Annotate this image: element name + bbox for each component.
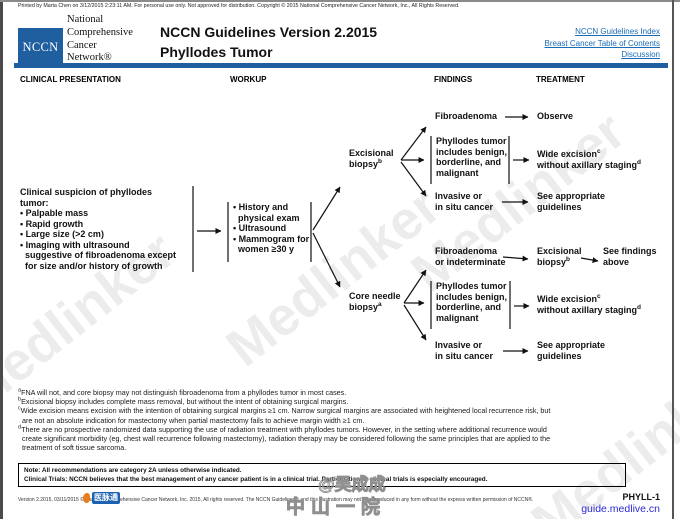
link-guidelines-index[interactable]: NCCN Guidelines Index [575,27,660,36]
clinical-presentation-box: Clinical suspicion of phyllodes tumor: •… [20,187,177,271]
header-links: NCCN Guidelines Index Breast Cancer Tabl… [380,26,660,61]
page-edge-right [672,0,674,519]
workup-box: • History and physical exam • Ultrasound… [233,202,310,254]
medlive-logo: 医脉通 [83,492,120,504]
treatment-see-guidelines-bottom: See appropriate guidelines [537,340,606,361]
finding-invasive-top: Invasive or in situ cancer [435,191,494,212]
treatment-see-findings-above: See findings above [603,246,657,267]
footnote-b: bExcisional biopsy includes complete mas… [18,396,349,407]
nccn-org-name: National Comprehensive Cancer Network® [67,14,133,64]
treatment-observe: Observe [537,111,574,121]
page-title: Phyllodes Tumor [160,44,273,60]
watermark-stamp-line2: 中山一院 [286,497,387,519]
header-divider-bar [14,63,668,68]
column-clinical-presentation: CLINICAL PRESENTATION [20,75,121,84]
version-copyright-line: Version 2.2015, 03/11/2015 © National Co… [18,497,534,503]
column-workup: WORKUP [230,75,267,84]
column-treatment: TREATMENT [536,75,585,84]
footnote-d: dThere are no prospective randomized dat… [18,424,551,453]
footnotes: aFNA will not, and core biopsy may not d… [18,388,668,452]
medlive-flame-icon [83,493,90,503]
finding-fibroadenoma: Fibroadenoma [435,111,498,121]
finding-invasive-bottom: Invasive or in situ cancer [435,340,494,361]
finding-phyllodes-tumor-bottom: Phyllodes tumor includes benign, borderl… [436,281,508,323]
footnote-a: aFNA will not, and core biopsy may not d… [18,387,347,397]
footnote-c: cWide excision means excision with the i… [18,406,551,425]
link-discussion[interactable]: Discussion [621,50,660,59]
finding-phyllodes-tumor-top: Phyllodes tumor includes benign, borderl… [436,136,508,178]
page-id: PHYLL-1 [622,492,660,502]
treatment-see-guidelines-top: See appropriate guidelines [537,191,606,212]
page-edge-top [0,0,680,2]
medlive-site-link[interactable]: guide.medlive.cn [581,503,660,515]
nccn-logo: NCCN [18,28,63,67]
note-line: Note: All recommendations are category 2… [24,467,242,474]
link-breast-cancer-toc[interactable]: Breast Cancer Table of Contents [544,38,660,48]
finding-fibroadenoma-indeterminate: Fibroadenoma or indeterminate [435,246,506,267]
column-findings: FINDINGS [434,75,473,84]
guidelines-version-title: NCCN Guidelines Version 2.2015 [160,24,378,40]
page-edge-left [0,0,3,519]
clinical-trials-line: Clinical Trials: NCCN believes that the … [24,476,488,483]
note-box: Note: All recommendations are category 2… [18,463,626,487]
print-disclaimer-line: Printed by Marta Chen on 3/12/2015 2:23:… [18,3,460,9]
watermark-stamp-line1: @吴成成 [318,475,386,495]
